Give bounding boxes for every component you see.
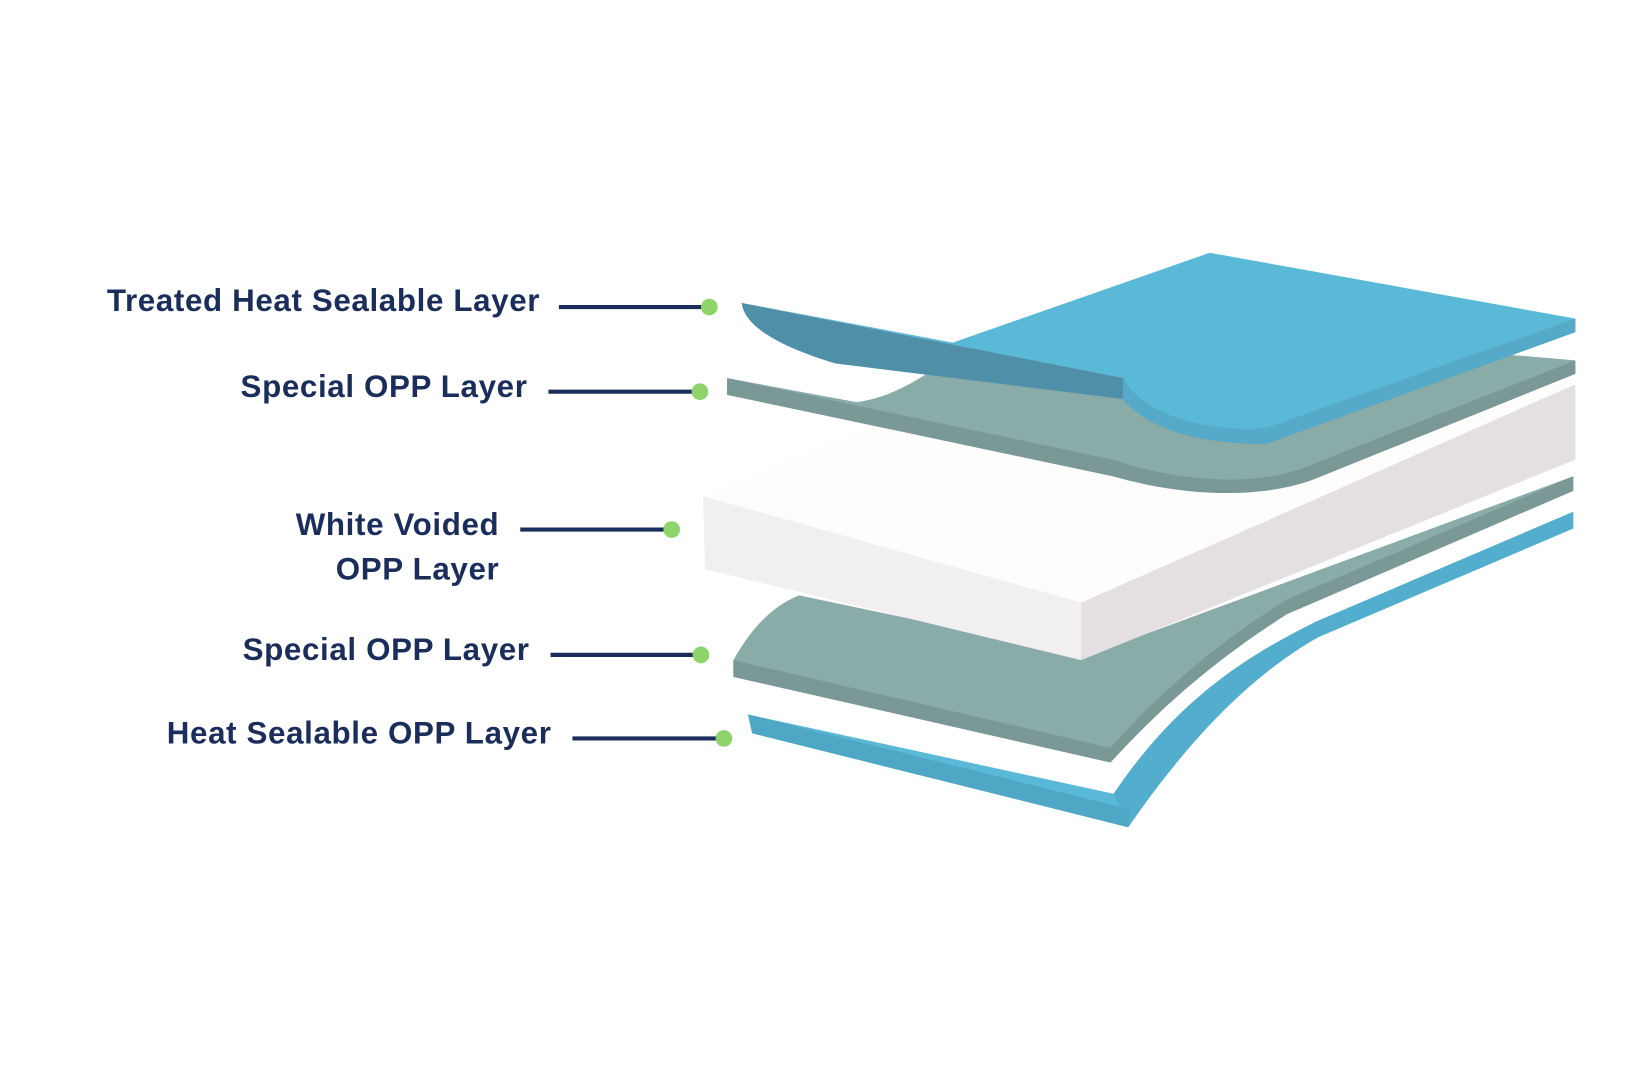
marker-dot: [715, 730, 733, 747]
label-text-line1: White Voided: [296, 507, 500, 542]
marker-dot: [700, 298, 718, 316]
label-special-opp-layer-bottom: Special OPP Layer: [243, 632, 710, 667]
marker-dot: [691, 383, 709, 401]
label-treated-heat-sealable-layer: Treated Heat Sealable Layer: [107, 283, 718, 318]
marker-dot: [663, 521, 681, 538]
label-text: Special OPP Layer: [241, 369, 528, 404]
treated-heat-sealable-layer-shape: [741, 252, 1576, 444]
special-opp-layer-bottom-shape: [733, 476, 1574, 763]
label-text: Special OPP Layer: [243, 632, 530, 667]
label-special-opp-layer-top: Special OPP Layer: [241, 369, 709, 404]
label-text: Treated Heat Sealable Layer: [107, 283, 540, 318]
label-text-line2: OPP Layer: [336, 552, 500, 587]
heat-sealable-opp-layer-shape: [747, 511, 1574, 828]
marker-dot: [692, 646, 710, 664]
label-white-voided-opp-layer: White Voided OPP Layer: [296, 507, 681, 587]
label-heat-sealable-opp-layer: Heat Sealable OPP Layer: [167, 716, 733, 751]
label-text: Heat Sealable OPP Layer: [167, 716, 552, 751]
